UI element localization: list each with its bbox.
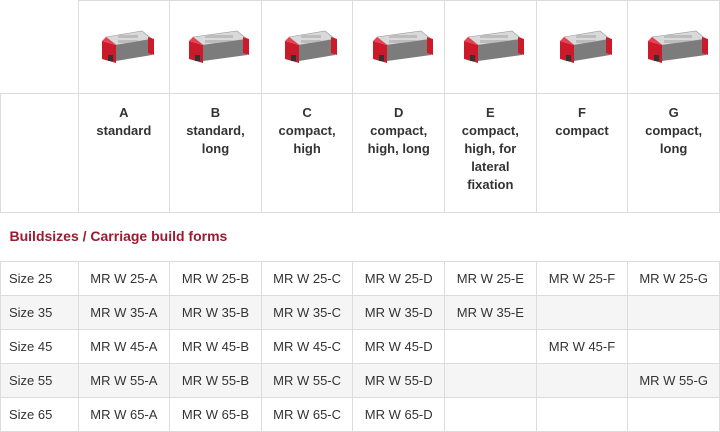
carriage-letter: C (302, 105, 312, 120)
model-cell: MR W 65-A (77, 397, 171, 432)
carriage-compact-icon (559, 30, 612, 63)
carriage-description-line: standard (96, 123, 152, 138)
model-cell: MR W 35-A (77, 295, 171, 330)
carriage-description-line: long (659, 141, 688, 156)
model-cell: MR W 65-C (260, 397, 354, 432)
carriage-description-line: long (201, 141, 230, 156)
model-cell: MR W 35-E (444, 295, 537, 330)
model-cell (444, 329, 537, 364)
model-cell: MR W 65-D (352, 397, 446, 432)
carriage-description-line: high (293, 141, 321, 156)
carriage-image-row (0, 0, 720, 94)
model-cell (627, 397, 720, 432)
carriage-description-line: high, for (464, 141, 517, 156)
corner-cell (0, 0, 79, 94)
carriage-standard-icon (101, 30, 154, 63)
carriage-image-cell (169, 0, 262, 94)
carriage-image-cell (535, 0, 629, 94)
carriage-compact-high-long-icon (372, 30, 433, 63)
model-cell (627, 329, 720, 364)
model-cell: MR W 55-G (627, 363, 720, 398)
model-cell: MR W 25-B (169, 261, 262, 296)
model-cell: MR W 25-A (77, 261, 171, 296)
model-cell: MR W 35-B (169, 295, 262, 330)
model-cell: MR W 25-G (627, 261, 720, 296)
size-label: Size 35 (0, 295, 79, 330)
carriage-description-line: compact, (370, 123, 428, 138)
carriage-letter: F (577, 105, 586, 120)
model-cell (444, 363, 537, 398)
model-cell: MR W 35-C (260, 295, 354, 330)
carriage-description-line: compact, (278, 123, 336, 138)
carriage-description-line: high, long (367, 141, 430, 156)
carriage-image-cell (627, 0, 720, 94)
model-cell: MR W 55-C (260, 363, 354, 398)
model-cell: MR W 55-A (77, 363, 171, 398)
model-cell: MR W 45-B (169, 329, 262, 364)
model-cell: MR W 55-B (169, 363, 262, 398)
model-cell: MR W 45-C (260, 329, 354, 364)
carriage-image-cell (352, 0, 446, 94)
section-title: Buildsizes / Carriage build forms (9, 228, 228, 244)
model-cell: MR W 55-D (352, 363, 446, 398)
model-cell: MR W 25-D (352, 261, 446, 296)
carriage-image-cell (444, 0, 537, 94)
model-cell: MR W 25-F (535, 261, 629, 296)
size-label: Size 65 (0, 397, 79, 432)
carriage-image-cell (260, 0, 354, 94)
carriage-letter: G (668, 105, 679, 120)
carriage-description-line: compact, (461, 123, 519, 138)
carriage-description-line: fixation (467, 177, 514, 192)
carriage-letter: A (119, 105, 129, 120)
carriage-letter: B (210, 105, 221, 120)
model-cell: MR W 45-F (535, 329, 629, 364)
section-row: Buildsizes / Carriage build forms (0, 212, 720, 262)
model-cell: MR W 45-A (77, 329, 171, 364)
model-cell (535, 397, 629, 432)
model-cell: MR W 25-C (260, 261, 354, 296)
carriage-letter: E (486, 105, 495, 120)
carriage-compact-high-icon (285, 30, 338, 63)
carriage-letter: D (394, 105, 404, 120)
carriage-description-line: lateral (471, 159, 510, 174)
carriage-description-line: standard, (186, 123, 245, 138)
carriage-standard-long-icon (189, 30, 250, 63)
carriage-compact-lateral-icon (464, 30, 525, 63)
carriage-description-line: compact (555, 123, 609, 138)
model-cell: MR W 45-D (352, 329, 446, 364)
carriage-image-cell (77, 0, 171, 94)
model-cell: MR W 35-D (352, 295, 446, 330)
size-label: Size 25 (0, 261, 79, 296)
model-cell (535, 295, 629, 330)
size-label: Size 55 (0, 363, 79, 398)
model-cell: MR W 65-B (169, 397, 262, 432)
size-label: Size 45 (0, 329, 79, 364)
model-cell (535, 363, 629, 398)
model-cell (444, 397, 537, 432)
corner-cell (0, 93, 79, 213)
carriage-description-line: compact, (645, 123, 703, 138)
model-cell (627, 295, 720, 330)
carriage-compact-long-icon (647, 30, 708, 63)
model-cell: MR W 25-E (444, 261, 537, 296)
